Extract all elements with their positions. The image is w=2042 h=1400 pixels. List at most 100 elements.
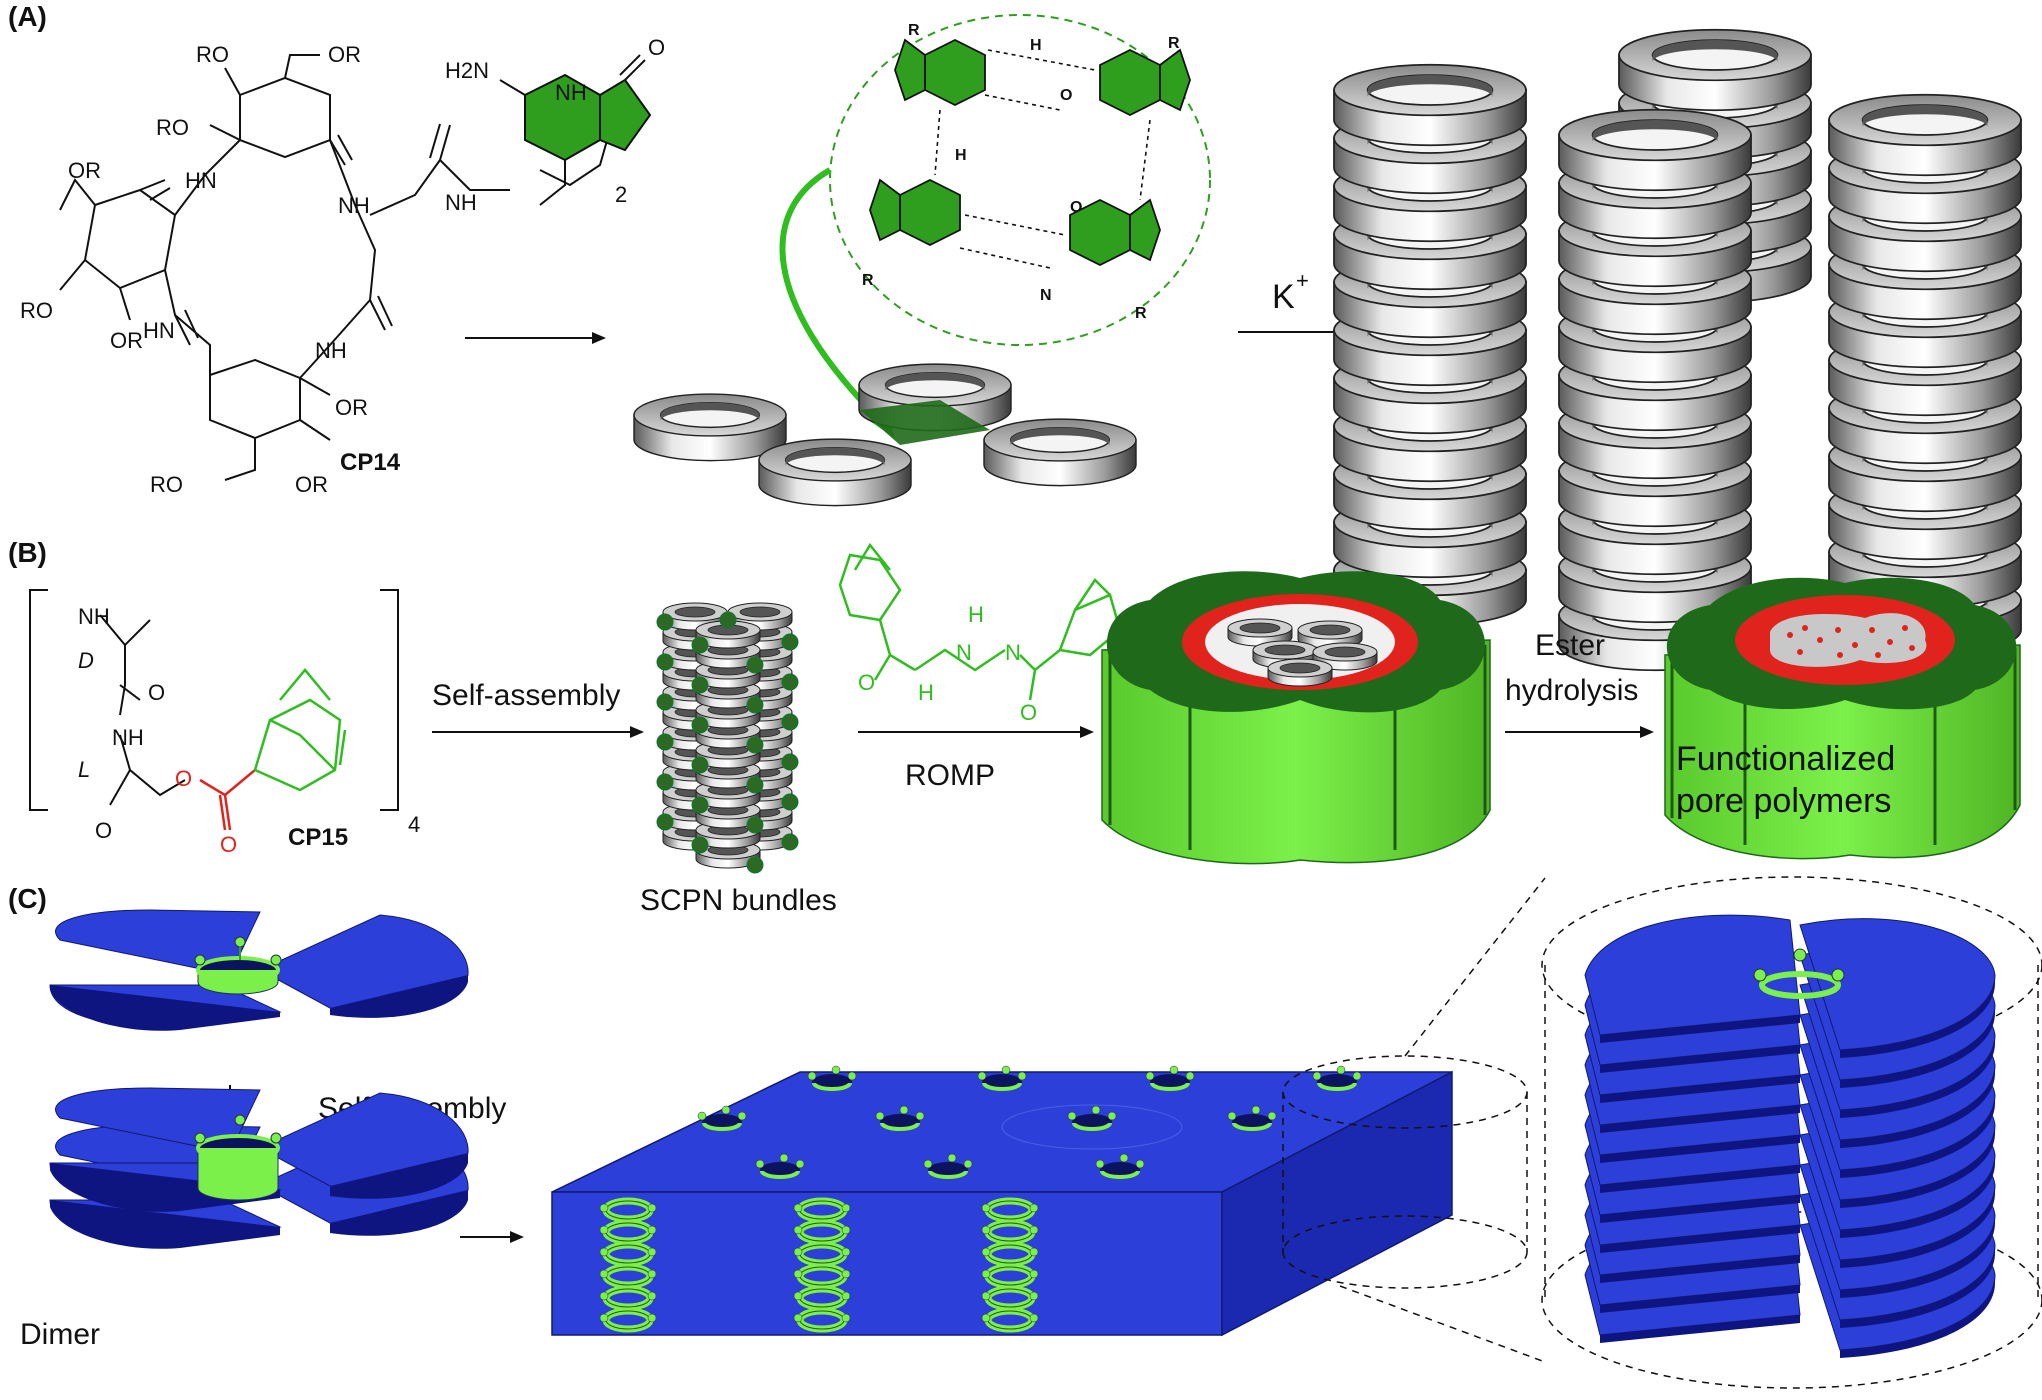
potassium-ion-label: K [1272, 278, 1295, 316]
crosslinker-labels: H N H N O O [858, 602, 1037, 725]
zoom-channel-bead [1753, 968, 1767, 982]
potassium-ion-charge: + [1296, 268, 1309, 293]
label-or-3: OR [110, 328, 143, 353]
zoom-channel-bead [1831, 968, 1845, 982]
stack-ring [1333, 63, 1527, 147]
ring-cluster-a [633, 363, 1137, 507]
crosslinker-n-2: N [1005, 640, 1021, 665]
bundle-bead [719, 611, 737, 629]
slab-pore [806, 1064, 858, 1092]
scpn-bundle [656, 602, 799, 874]
bundle-bead [656, 613, 674, 631]
cp15-o-2: O [95, 818, 112, 843]
zoom-cylinder [1282, 876, 2042, 1389]
cp14-atom-labels: RO OR RO OR RO OR OR RO OR HN HN NH NH N… [20, 35, 665, 497]
step-ester: Ester [1535, 629, 1605, 662]
label-hn-2: HN [143, 318, 175, 343]
step-hydrolysis: hydrolysis [1505, 674, 1638, 707]
blue-slab [551, 1064, 1453, 1337]
label-nh-3: NH [445, 190, 477, 215]
bundle-bead [781, 793, 799, 811]
stack-ring [1618, 28, 1812, 112]
bundle-bead [691, 796, 709, 814]
gq-r-1: R [908, 22, 920, 39]
panel-label-a: (A) [8, 1, 47, 32]
arrow-b1-head [630, 726, 644, 738]
product-line-1: Functionalized [1676, 740, 1895, 778]
label-or-1: OR [328, 42, 361, 67]
bundle-bead [691, 836, 709, 854]
pore-polymer-block [1101, 571, 1491, 865]
bundle-bead [746, 656, 764, 674]
label-hn-1: HN [185, 168, 217, 193]
cp15-o-carbonyl: O [220, 832, 237, 857]
cp15-ester [199, 769, 256, 831]
label-o-carbonyl: O [648, 35, 665, 60]
cp14-label: CP14 [340, 449, 401, 476]
bundle-bead [656, 773, 674, 791]
bundle-bead [746, 776, 764, 794]
label-ro-4: RO [150, 472, 183, 497]
cp15-nh-1: NH [78, 604, 110, 629]
dimer-label: Dimer [20, 1318, 100, 1351]
stack-ring [1558, 108, 1752, 192]
label-or-5: OR [295, 472, 328, 497]
bundle-bead [781, 633, 799, 651]
arrow-b2-head [1080, 726, 1094, 738]
panel-label-b: (B) [8, 537, 47, 568]
panel-b: (B) NH D O NH L O O O CP15 [8, 537, 2021, 917]
panel-label-c: (C) [8, 883, 47, 914]
gq-h-1: H [1030, 37, 1042, 54]
blue-unit-monomer [49, 909, 469, 1031]
gq-n-1: N [1040, 287, 1052, 304]
bundle-bead [691, 676, 709, 694]
slab-pore [976, 1064, 1028, 1092]
bundle-bead [656, 813, 674, 831]
gq-r-4: R [1135, 305, 1147, 322]
stack-ring [1828, 93, 2022, 177]
bundle-bead [656, 653, 674, 671]
label-ro-1: RO [196, 42, 229, 67]
crosslinker-n-1: N [956, 640, 972, 665]
label-h2n: H2N [445, 58, 489, 83]
cp15-repeat: 4 [408, 812, 420, 837]
arrow-a1-head [592, 332, 606, 344]
bundle-bead [781, 753, 799, 771]
bundle-bead [781, 833, 799, 851]
scpn-bundles-label: SCPN bundles [640, 884, 837, 917]
bundle-bead [746, 736, 764, 754]
zoom-channel-top [1759, 971, 1841, 999]
label-ro-2: RO [156, 115, 189, 140]
crosslinker-h-1: H [968, 602, 984, 627]
arrow-c-right-head [510, 1231, 524, 1243]
slab-pore [1144, 1064, 1196, 1092]
bundle-bead [746, 696, 764, 714]
slab-pore [1311, 1064, 1363, 1092]
cp15-d-label: D [78, 648, 94, 673]
gq-o-1: O [1060, 87, 1072, 104]
blue-unit-dimer [49, 1087, 469, 1249]
cp14-guanine-base [499, 54, 652, 206]
zoom-disc-layer [1584, 914, 1996, 1058]
g-quartet-inset: R R R R H O H O N [779, 14, 1211, 438]
zoom-channel-bead [1793, 948, 1807, 962]
functionalized-polymer-block: Functionalized pore polymers [1664, 577, 2021, 860]
cp15-l-label: L [78, 757, 90, 782]
ring-stacks-a [1333, 28, 2022, 672]
bundle-bead [656, 693, 674, 711]
gq-r-2: R [1168, 35, 1180, 52]
step-romp: ROMP [905, 759, 995, 792]
bundle-bead [691, 716, 709, 734]
label-chain-2: 2 [615, 182, 627, 207]
zoom-stack [1584, 914, 1996, 1358]
panel-a: (A) [8, 1, 2022, 672]
label-nh-1: NH [338, 193, 370, 218]
cp15-label: CP15 [288, 824, 348, 851]
bundle-bead [781, 673, 799, 691]
cp15-structure [29, 589, 399, 811]
cp15-nh-2: NH [112, 725, 144, 750]
bundle-bead [746, 816, 764, 834]
label-or-4: OR [335, 395, 368, 420]
g-quartet-circle [829, 14, 1211, 346]
